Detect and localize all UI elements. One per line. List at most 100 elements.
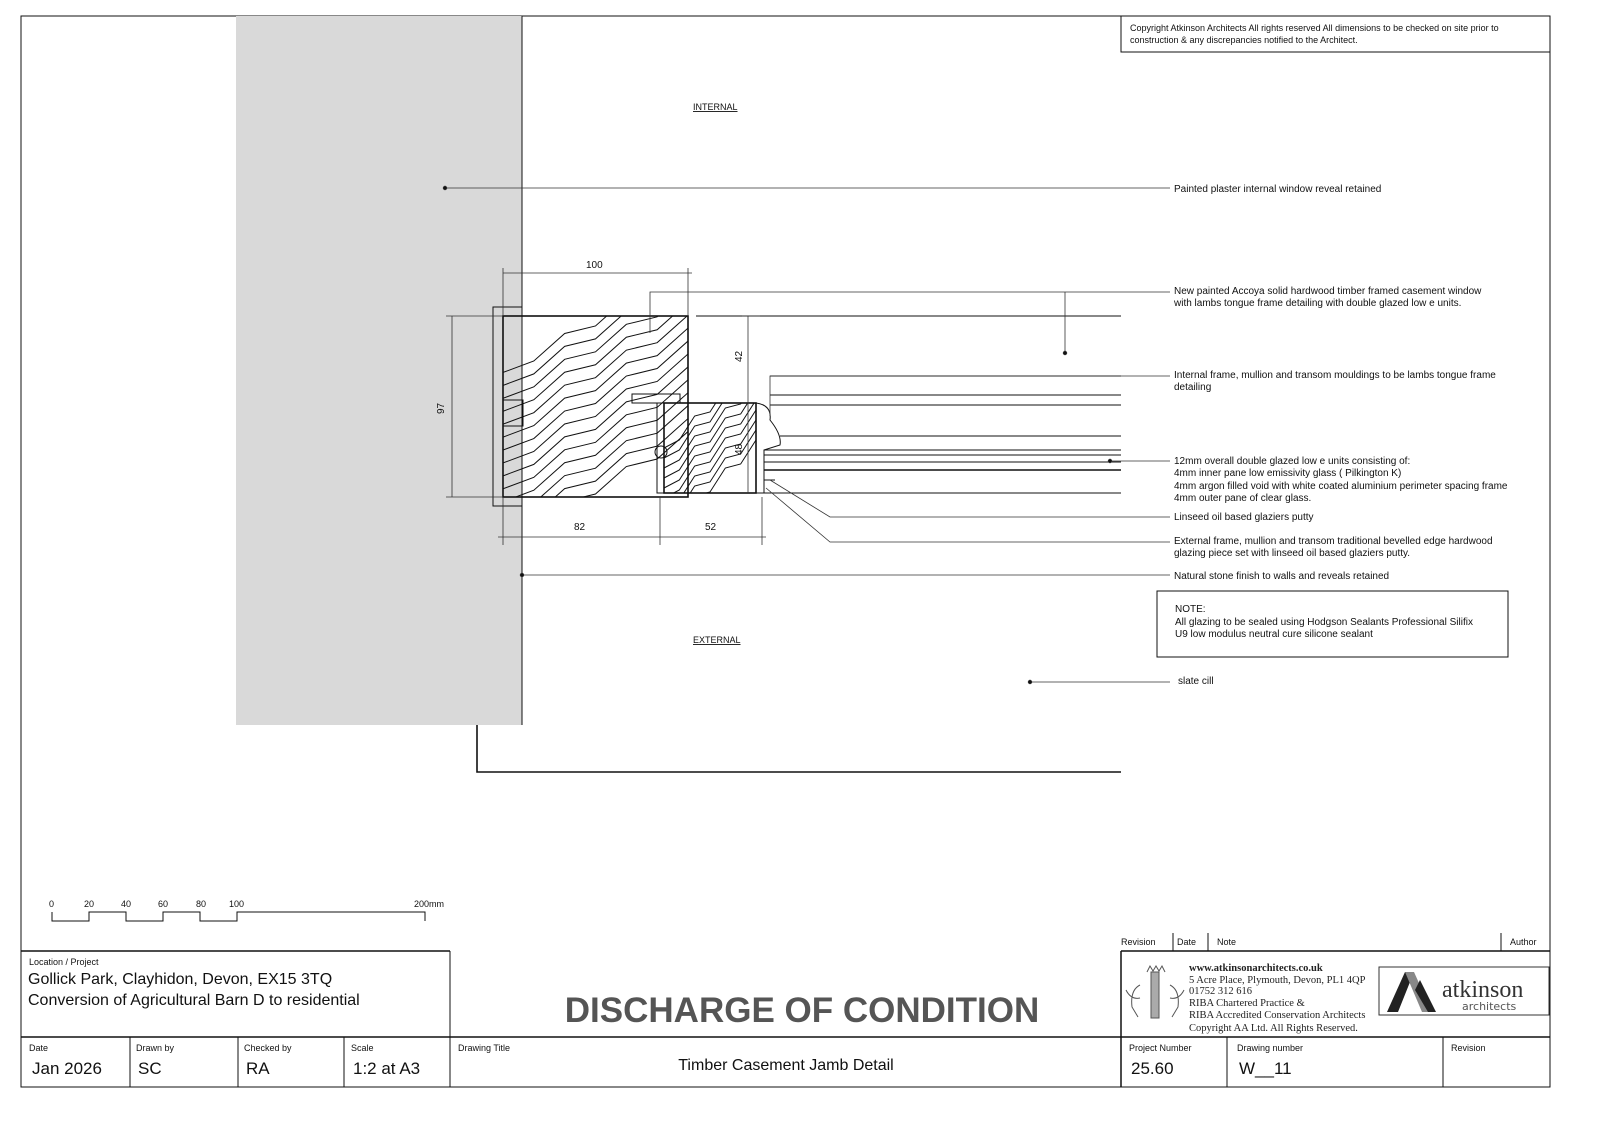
copyright-box: Copyright Atkinson Architects All rights… bbox=[1120, 15, 1551, 53]
wood-grain bbox=[689, 429, 756, 493]
dim-52: 52 bbox=[705, 522, 717, 533]
svg-text:Drawn by: Drawn by bbox=[136, 1043, 175, 1053]
svg-text:construction & any discrepanci: construction & any discrepancies notifie… bbox=[1130, 35, 1358, 45]
svg-text:RIBA Chartered Practice &: RIBA Chartered Practice & bbox=[1189, 998, 1305, 1009]
svg-text:Copyright AA Ltd. All Rights R: Copyright AA Ltd. All Rights Reserved. bbox=[1189, 1023, 1358, 1034]
annotation-stone: Natural stone finish to walls and reveal… bbox=[1174, 571, 1389, 582]
date-value: Jan 2026 bbox=[32, 1059, 102, 1078]
svg-text:0: 0 bbox=[49, 899, 54, 909]
annotation-putty: Linseed oil based glaziers putty bbox=[1174, 512, 1314, 523]
leader-lines bbox=[442, 185, 1170, 685]
svg-text:All glazing to be sealed using: All glazing to be sealed using Hodgson S… bbox=[1175, 617, 1473, 628]
status-heading: DISCHARGE OF CONDITION bbox=[565, 991, 1039, 1030]
svg-text:Location / Project: Location / Project bbox=[29, 957, 99, 967]
sheet-border bbox=[20, 15, 1551, 1088]
scale-value: 1:2 at A3 bbox=[353, 1059, 420, 1078]
wood-grain bbox=[683, 419, 756, 493]
svg-text:5 Acre Place, Plymouth, Devon,: 5 Acre Place, Plymouth, Devon, PL1 4QP bbox=[1189, 975, 1366, 986]
atkinson-logo: atkinson architects bbox=[1378, 966, 1550, 1016]
firm-website: www.atkinsonarchitects.co.uk bbox=[1189, 963, 1323, 974]
drawing-number: W__11 bbox=[1239, 1059, 1292, 1078]
project-number: 25.60 bbox=[1131, 1059, 1174, 1078]
wood-grain bbox=[664, 403, 742, 469]
drawing-title: Timber Casement Jamb Detail bbox=[678, 1057, 893, 1074]
project-description: Conversion of Agricultural Barn D to res… bbox=[28, 992, 360, 1009]
window-section bbox=[492, 306, 1121, 507]
glazing-unit bbox=[696, 315, 1121, 494]
svg-text:U9 low modulus neutral cure si: U9 low modulus neutral cure silicone sea… bbox=[1175, 629, 1373, 640]
wood-grain bbox=[503, 316, 688, 425]
svg-text:Project Number: Project Number bbox=[1129, 1043, 1192, 1053]
svg-text:4mm inner pane low emissivity: 4mm inner pane low emissivity glass ( Pi… bbox=[1174, 468, 1401, 479]
svg-text:RIBA Accredited Conservation A: RIBA Accredited Conservation Architects bbox=[1189, 1010, 1365, 1021]
svg-text:40: 40 bbox=[121, 899, 131, 909]
drawn-by-value: SC bbox=[138, 1059, 162, 1078]
wood-grain bbox=[503, 327, 688, 438]
svg-text:Copyright Atkinson Architects: Copyright Atkinson Architects All rights… bbox=[1130, 23, 1499, 33]
wood-grain bbox=[503, 353, 688, 464]
wood-grain bbox=[503, 379, 688, 490]
svg-text:NOTE:: NOTE: bbox=[1175, 604, 1206, 615]
svg-text:60: 60 bbox=[158, 899, 168, 909]
checked-by-value: RA bbox=[246, 1059, 270, 1078]
svg-text:80: 80 bbox=[196, 899, 206, 909]
annotation-plaster: Painted plaster internal window reveal r… bbox=[1174, 184, 1381, 195]
svg-text:Revision: Revision bbox=[1451, 1043, 1486, 1053]
svg-text:Date: Date bbox=[1177, 937, 1196, 947]
svg-text:Drawing Title: Drawing Title bbox=[458, 1043, 510, 1053]
svg-text:4mm outer pane of clear glass.: 4mm outer pane of clear glass. bbox=[1174, 493, 1311, 504]
svg-text:20: 20 bbox=[84, 899, 94, 909]
svg-text:detailing: detailing bbox=[1174, 382, 1211, 393]
svg-text:Checked by: Checked by bbox=[244, 1043, 292, 1053]
svg-text:Author: Author bbox=[1510, 937, 1537, 947]
scale-bar: 0 20 40 60 80 100 200mm bbox=[49, 899, 444, 922]
plaster-wall bbox=[236, 16, 522, 725]
annotation-mouldings: Internal frame, mullion and transom moul… bbox=[1174, 370, 1496, 381]
svg-text:architects: architects bbox=[1462, 1000, 1517, 1013]
wood-grain bbox=[503, 340, 688, 451]
annotation-cill: slate cill bbox=[1178, 676, 1214, 687]
dim-82: 82 bbox=[574, 522, 586, 533]
dim-48: 48 bbox=[734, 443, 745, 455]
svg-text:Date: Date bbox=[29, 1043, 48, 1053]
crest-logo bbox=[1125, 964, 1185, 1019]
svg-text:200mm: 200mm bbox=[414, 899, 444, 909]
svg-text:atkinson: atkinson bbox=[1442, 977, 1523, 1003]
wood-grain bbox=[503, 316, 674, 412]
wood-grain bbox=[704, 439, 756, 493]
annotations: Painted plaster internal window reveal r… bbox=[1173, 184, 1508, 687]
note-box: NOTE: All glazing to be sealed using Hod… bbox=[1156, 590, 1509, 658]
wood-grain bbox=[664, 403, 749, 479]
dimensions bbox=[446, 268, 766, 545]
dim-100: 100 bbox=[586, 260, 603, 271]
svg-text:4mm argon filled void with whi: 4mm argon filled void with white coated … bbox=[1174, 481, 1508, 492]
annotation-glazing: 12mm overall double glazed low e units c… bbox=[1174, 456, 1410, 467]
svg-text:01752 312 616: 01752 312 616 bbox=[1189, 986, 1252, 997]
svg-text:with lambs tongue frame detail: with lambs tongue frame detailing with d… bbox=[1173, 298, 1461, 309]
wood-grain bbox=[514, 392, 688, 497]
dim-42: 42 bbox=[734, 350, 745, 362]
svg-text:100: 100 bbox=[229, 899, 244, 909]
svg-text:Drawing number: Drawing number bbox=[1237, 1043, 1303, 1053]
title-block: Location / Project Gollick Park, Clayhid… bbox=[21, 933, 1550, 1087]
svg-text:Scale: Scale bbox=[351, 1043, 374, 1053]
external-label: EXTERNAL bbox=[693, 635, 741, 645]
wood-grain bbox=[664, 403, 717, 449]
wood-grain bbox=[503, 316, 622, 386]
internal-label: INTERNAL bbox=[693, 102, 738, 112]
dim-97: 97 bbox=[436, 402, 447, 414]
annotation-external-frame: External frame, mullion and transom trad… bbox=[1174, 536, 1493, 547]
svg-text:glazing piece set with linseed: glazing piece set with linseed oil based… bbox=[1174, 548, 1410, 559]
wood-grain bbox=[503, 316, 659, 399]
annotation-window: New painted Accoya solid hardwood timber… bbox=[1174, 286, 1482, 297]
project-location: Gollick Park, Clayhidon, Devon, EX15 3TQ bbox=[28, 971, 332, 988]
wood-grain bbox=[672, 409, 756, 493]
svg-text:Revision: Revision bbox=[1121, 937, 1156, 947]
wood-grain bbox=[664, 403, 755, 489]
wood-grain bbox=[664, 403, 723, 459]
outer-frame bbox=[502, 315, 689, 498]
wood-grain bbox=[503, 316, 608, 373]
svg-text:Note: Note bbox=[1217, 937, 1236, 947]
slate-cill bbox=[476, 725, 1121, 773]
